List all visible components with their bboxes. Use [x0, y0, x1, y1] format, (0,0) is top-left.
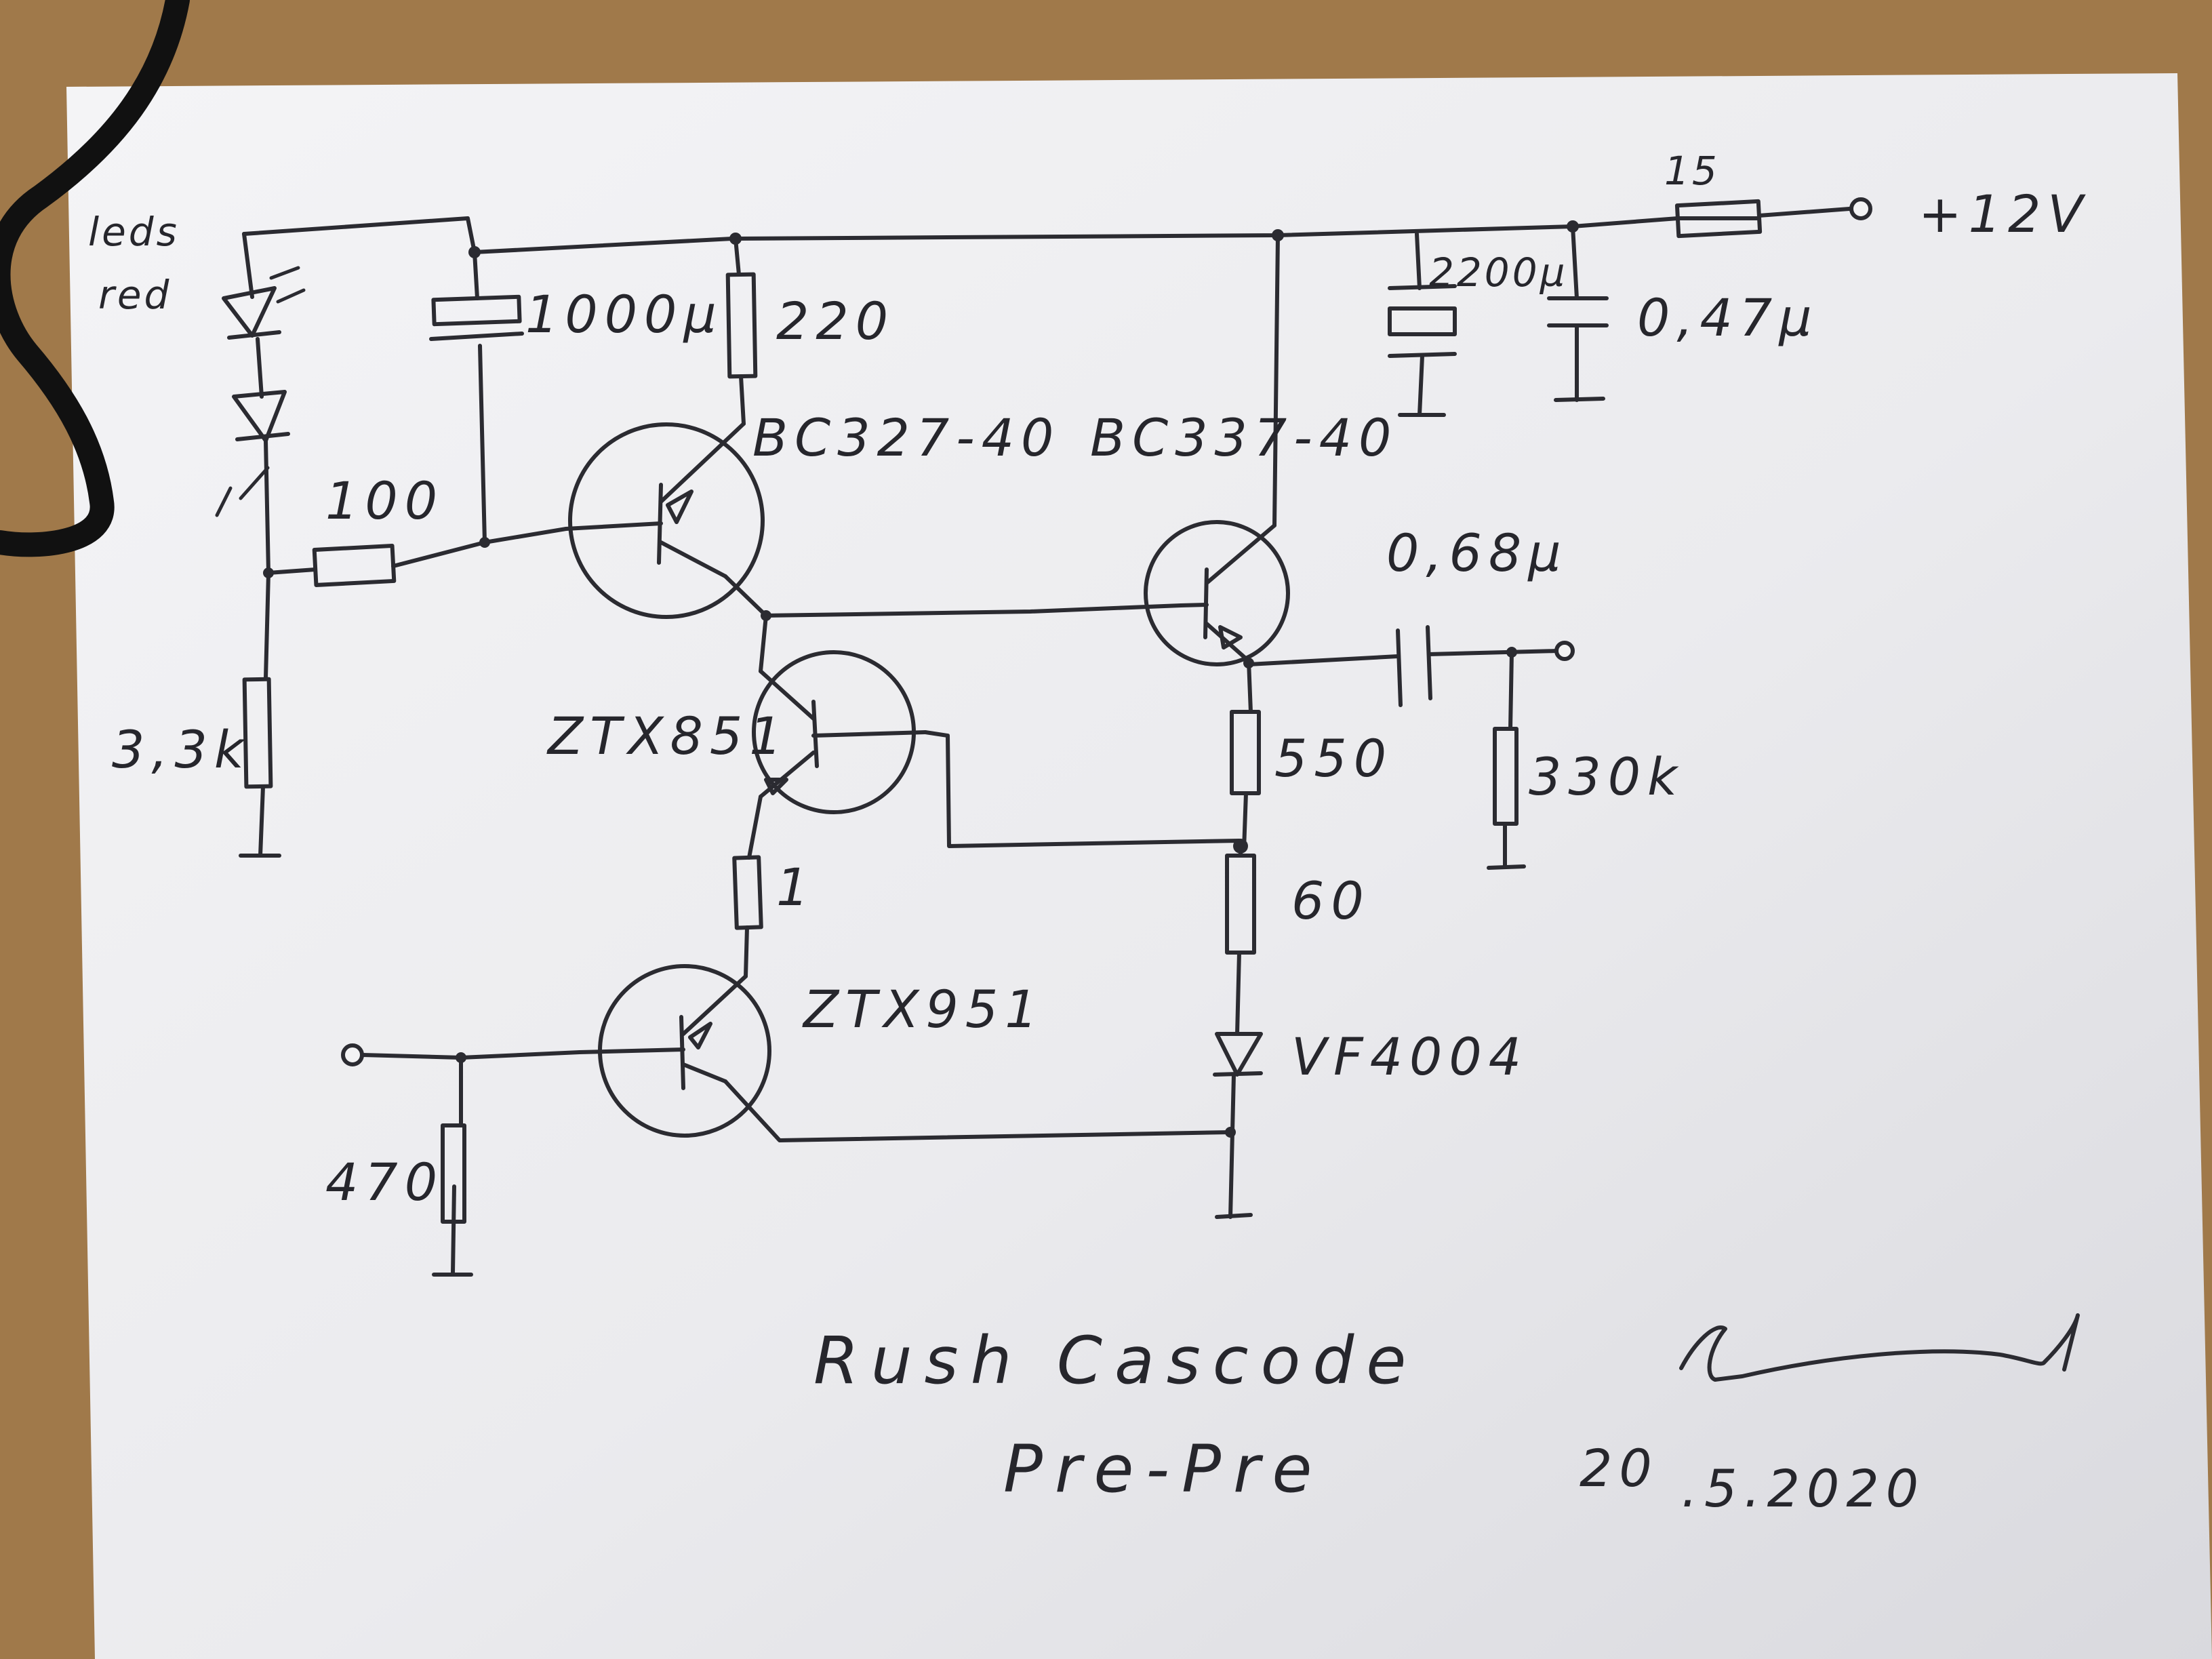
label-r-60: 60	[1291, 871, 1371, 931]
resistor-100	[312, 544, 397, 587]
cable	[0, 0, 190, 557]
led-symbol-1	[222, 266, 306, 340]
label-r-100: 100	[325, 471, 444, 531]
transistor-ztx851	[752, 650, 927, 814]
label-q-ztx851: ZTX851	[546, 706, 789, 766]
label-c-047u: 0,47µ	[1637, 287, 1819, 348]
label-r-1: 1	[776, 857, 816, 917]
date-rest: .5.2020	[1681, 1458, 1925, 1519]
label-r-220: 220	[776, 291, 895, 351]
resistor-330k	[1493, 727, 1519, 826]
junction-dots	[263, 220, 1579, 1138]
leds-label: leds	[88, 209, 180, 255]
resistor-60	[1225, 854, 1256, 955]
resistor-15	[1674, 199, 1763, 239]
label-q-bc337: BC337-40	[1090, 407, 1398, 468]
title: Rush Cascode	[813, 1323, 1418, 1399]
label-d-vf4004: VF4004	[1291, 1026, 1528, 1087]
resistor-470	[441, 1123, 466, 1224]
capacitor-1000u	[429, 294, 524, 341]
resistor-220	[725, 272, 758, 379]
red-label: red	[98, 272, 172, 318]
paper-sheet	[66, 73, 2212, 1659]
label-r-3k3: 3,3k	[112, 719, 251, 780]
label-r-470: 470	[325, 1152, 444, 1212]
input-terminal	[341, 1043, 364, 1066]
resistor-1	[732, 855, 763, 930]
led-symbol-2	[215, 390, 290, 517]
resistor-3k3	[242, 677, 273, 789]
label-r-330k: 330k	[1529, 746, 1684, 807]
transistor-bc337	[1144, 520, 1290, 666]
resistor-550	[1230, 710, 1261, 795]
supply-terminal	[1849, 197, 1872, 220]
date-day: 20	[1580, 1438, 1659, 1498]
diode-vf4004	[1213, 1032, 1263, 1077]
signature	[1679, 1313, 2080, 1382]
label-c-2200u: 2200µ	[1429, 249, 1568, 296]
capacitor-047u	[1547, 296, 1609, 327]
capacitor-068u	[1396, 625, 1432, 707]
label-q-ztx951: ZTX951	[802, 979, 1045, 1039]
output-terminal	[1554, 641, 1575, 661]
transistor-bc327	[564, 422, 765, 619]
label-r-15: 15	[1664, 148, 1720, 194]
label-r-550: 550	[1274, 728, 1393, 788]
label-c-1000u: 1000µ	[525, 284, 723, 344]
subtitle: Pre-Pre	[1003, 1431, 1324, 1507]
transistor-ztx951	[578, 964, 771, 1138]
supply-label: +12V	[1918, 184, 2089, 244]
label-c-068u: 0,68µ	[1386, 523, 1568, 583]
capacitor-2200u	[1388, 284, 1457, 358]
label-q-bc327: BC327-40	[752, 407, 1060, 468]
